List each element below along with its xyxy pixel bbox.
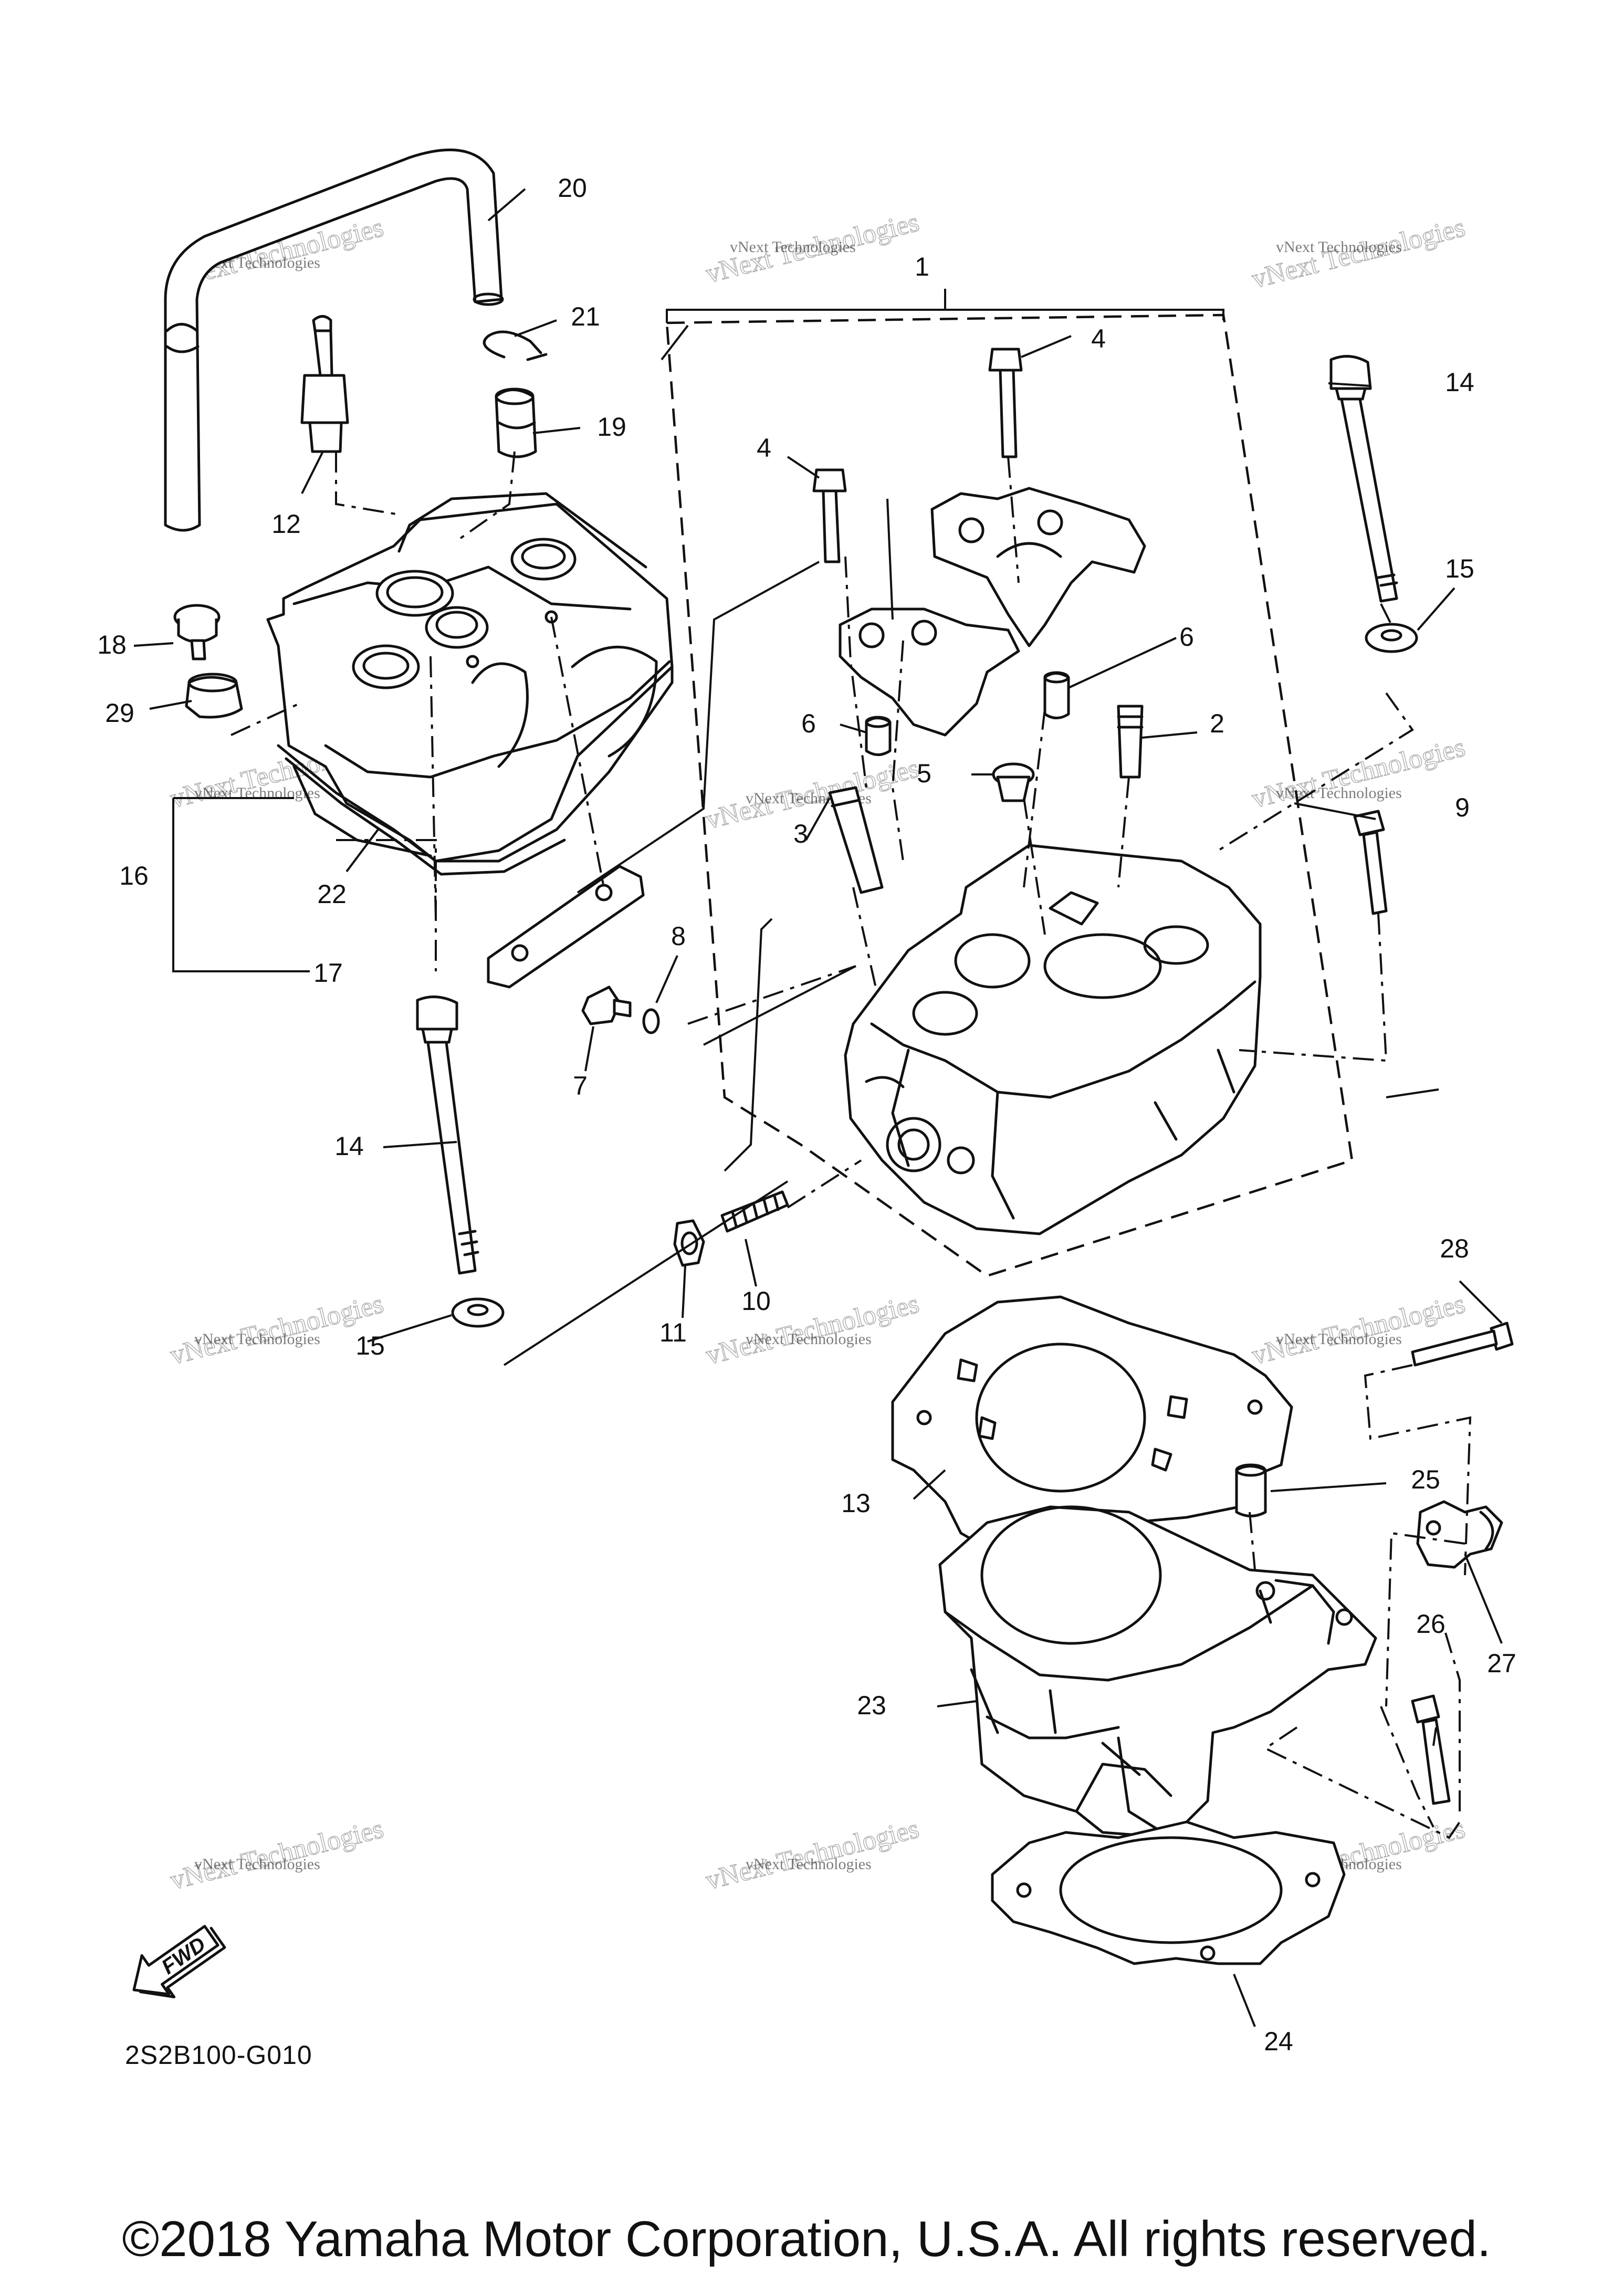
callout-13: 13: [841, 1488, 871, 1518]
camshaft-cap-lower: [839, 607, 1020, 737]
flange-bolt: [1353, 810, 1388, 915]
flange-bolt: [1411, 1694, 1451, 1805]
valve-guide: [828, 786, 884, 894]
callout-labels: 1 2 3 4 4 5 6 6 7 8 9 10 11 12 13 14 14 …: [97, 173, 1516, 2056]
camshaft-cap-upper: [930, 487, 1146, 647]
valve-guide: [1117, 705, 1144, 779]
watermark-big: vNext Technologies: [167, 1814, 386, 1896]
gasket-washer: [642, 1008, 660, 1034]
watermark-text: vNext Technologies: [194, 784, 320, 802]
watermark-text: vNext Technologies: [1276, 1330, 1402, 1348]
callout-8: 8: [671, 921, 686, 951]
cylinder-head-gasket: [891, 1295, 1293, 1571]
callout-15: 15: [1445, 554, 1474, 583]
callout-21: 21: [571, 302, 600, 331]
watermark-text: vNext Technologies: [746, 1330, 872, 1348]
callout-27: 27: [1487, 1649, 1516, 1678]
callout-14: 14: [334, 1131, 364, 1161]
blind-plug: [992, 762, 1035, 802]
watermark-big: vNext Technologies: [167, 1289, 386, 1371]
callout-7: 7: [573, 1071, 588, 1100]
callout-16: 16: [119, 861, 149, 890]
watermark-text: vNext Technologies: [730, 238, 856, 256]
callout-11: 11: [659, 1318, 687, 1347]
callout-19: 19: [597, 412, 626, 442]
hose-joint: [495, 387, 537, 458]
callout-24: 24: [1264, 2027, 1293, 2056]
spark-plug: [300, 315, 349, 453]
callout-5: 5: [917, 759, 931, 788]
callout-26: 26: [1416, 1609, 1446, 1639]
callout-3: 3: [793, 819, 808, 848]
callout-18: 18: [97, 630, 127, 659]
plain-washer: [1365, 623, 1418, 653]
callout-14: 14: [1445, 368, 1474, 397]
watermark-big: vNext Technologies: [703, 1814, 922, 1896]
callout-17: 17: [313, 958, 343, 988]
head-guide-lines: [687, 456, 1414, 1209]
watermark-big: vNext Technologies: [703, 1289, 922, 1371]
stud-bolt: [720, 1190, 789, 1233]
cylinder-head: [844, 844, 1262, 1235]
circlip: [483, 330, 548, 361]
flange-bolt: [1411, 1322, 1514, 1367]
cylinder-bolt: [416, 995, 479, 1275]
watermark-text: vNext Technologies: [194, 1330, 320, 1348]
callout-10: 10: [741, 1286, 771, 1316]
camshaft-cap-bolt: [812, 468, 847, 563]
callout-22: 22: [317, 879, 347, 909]
assembly-bracket: [666, 289, 1224, 323]
plate-hole: [511, 944, 529, 962]
diagram-code: 2S2B100-G010: [125, 2040, 312, 2070]
head-cover-gasket: [277, 665, 674, 876]
hex-bolt: [581, 986, 632, 1025]
forward-arrow-icon: FWD: [132, 1925, 226, 1999]
watermark-text: vNext Technologies: [1276, 784, 1402, 802]
watermark-text: vNext Technologies: [746, 1855, 872, 1873]
callout-12: 12: [271, 509, 301, 539]
leader-lines: [133, 188, 1503, 2027]
callout-23: 23: [857, 1691, 886, 1720]
plain-washer: [451, 1297, 505, 1328]
callout-4: 4: [757, 433, 771, 463]
watermark-text: vNext Technologies: [194, 1855, 320, 1873]
dowel-pin: [1235, 1463, 1267, 1517]
plate-hole: [595, 884, 613, 901]
callout-4: 4: [1091, 324, 1106, 353]
callout-28: 28: [1440, 1234, 1469, 1263]
cylinder-base-gasket: [991, 1820, 1346, 1965]
cylinder-guide-lines: [1249, 1364, 1472, 1839]
callout-6: 6: [1179, 622, 1194, 652]
cylinder: [938, 1505, 1377, 1839]
flange-nut: [673, 1219, 705, 1267]
watermark-text: vNext Technologies: [1276, 238, 1402, 256]
callout-2: 2: [1210, 709, 1224, 738]
callout-20: 20: [558, 173, 587, 203]
cover-bolt: [173, 604, 221, 661]
callout-9: 9: [1455, 793, 1470, 822]
hose-holder: [1416, 1500, 1503, 1569]
cylinder-bolt: [1329, 355, 1398, 603]
breather-hose: [164, 148, 504, 532]
camshaft-cap-bolt: [988, 348, 1023, 458]
cylinder-head-cover: [266, 492, 674, 863]
callout-25: 25: [1411, 1465, 1440, 1494]
callout-29: 29: [105, 698, 134, 728]
dowel-pin: [865, 716, 892, 756]
copyright-notice: ©2018 Yamaha Motor Corporation, U.S.A. A…: [122, 2211, 1491, 2267]
watermark-big: vNext Technologies: [1249, 732, 1468, 814]
callout-15: 15: [355, 1331, 385, 1360]
grommet: [185, 673, 243, 719]
bracket-left: [172, 797, 310, 972]
seal-plate: [487, 865, 645, 989]
callout-6: 6: [801, 709, 816, 738]
callout-1: 1: [915, 252, 929, 281]
bracket-guide: [503, 498, 894, 1366]
dowel-pin: [1043, 671, 1070, 719]
cover-guide-lines: [231, 451, 605, 971]
